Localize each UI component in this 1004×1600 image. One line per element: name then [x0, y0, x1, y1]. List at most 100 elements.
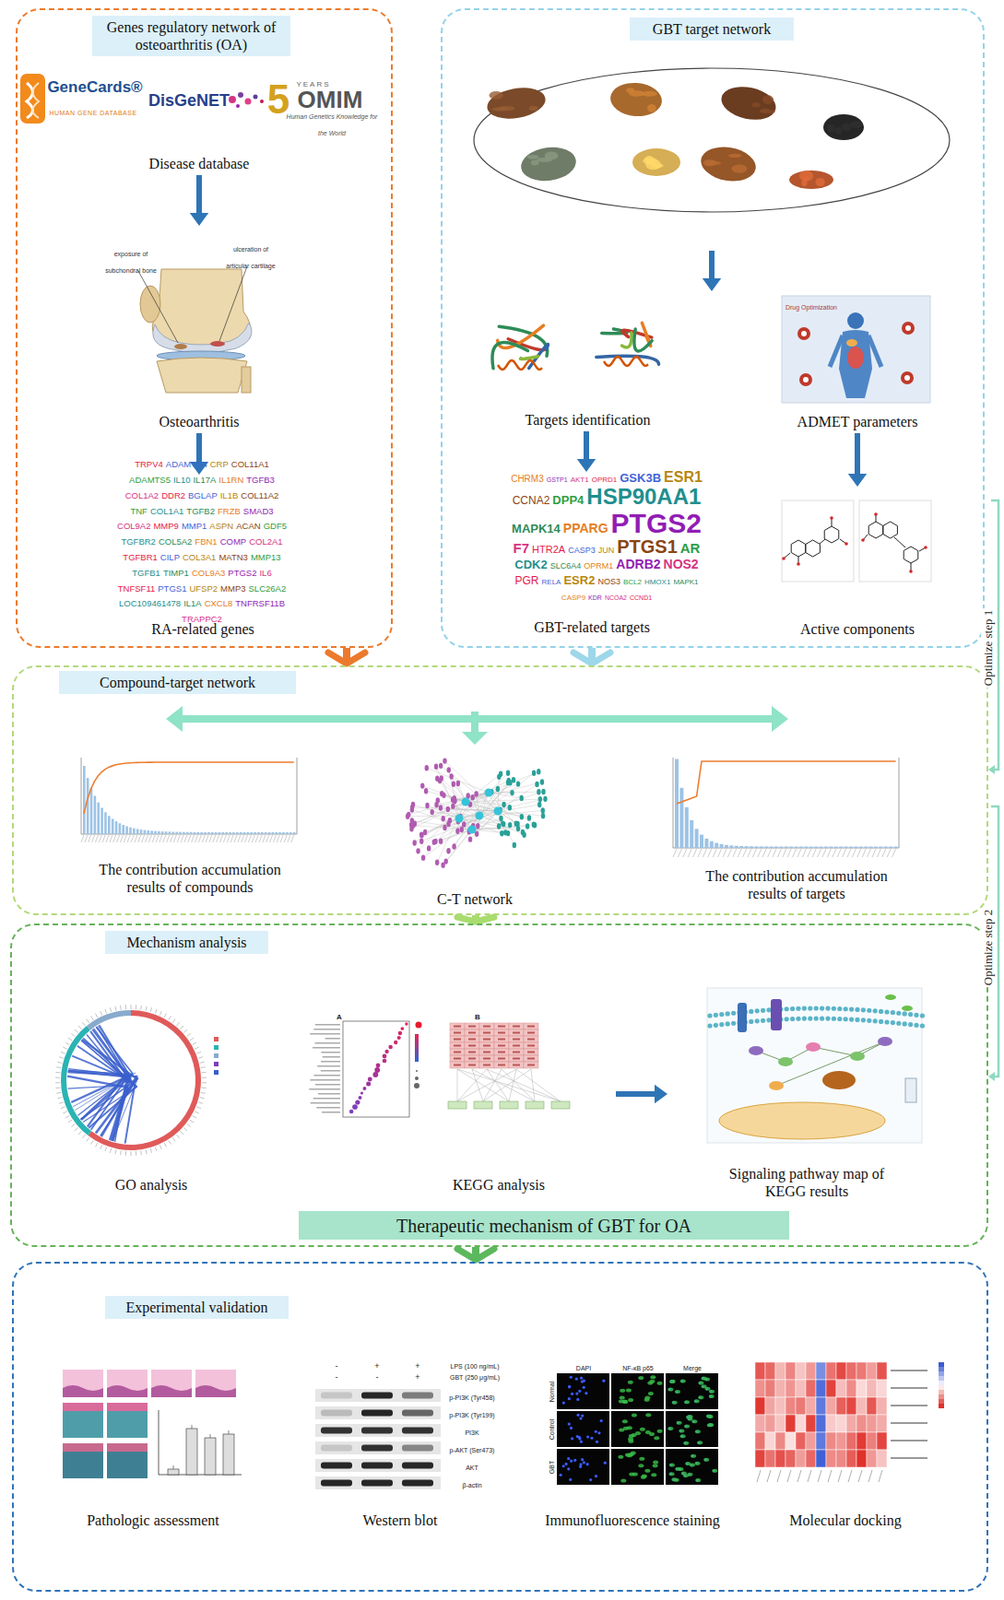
row-label-mark — [309, 1033, 341, 1036]
connector-arrow — [573, 648, 611, 664]
axis-tick — [237, 835, 241, 843]
network-hub — [484, 789, 494, 798]
chart-bar — [100, 808, 104, 835]
word-cloud: TRPV4ADAMTS4CRPCOL11A1ADAMTS5IL10IL17AIL… — [116, 477, 288, 604]
figure-caption: RA-related genes — [149, 620, 257, 638]
label-holder: RELA — [542, 572, 562, 589]
heatmap-cell — [856, 1380, 867, 1398]
chart-axes — [81, 757, 297, 835]
table-cell — [494, 1042, 509, 1050]
safranin-stain-top — [106, 1443, 148, 1453]
treatment-label: LPS (100 ng/mL) — [450, 1363, 500, 1371]
figure-caption: The contribution accumulation results of… — [77, 861, 303, 897]
network-node — [415, 848, 420, 854]
protein-signal — [639, 1428, 646, 1432]
protein-signal — [667, 1387, 674, 1392]
table-cell-mark — [497, 1039, 506, 1041]
safranin-stain-top — [62, 1443, 104, 1453]
label-holder: HSP90AA1 — [586, 484, 701, 508]
go-tick — [70, 1123, 75, 1127]
membrane-lipid — [707, 1023, 712, 1028]
chart-bar — [243, 832, 247, 835]
label-holder: HTR2A — [531, 541, 566, 557]
table-cell — [449, 1042, 465, 1050]
row-label-mark — [310, 1102, 341, 1105]
protein-signal — [628, 1473, 635, 1477]
chart-bar — [863, 847, 868, 850]
protein-ribbon — [621, 332, 632, 348]
row-label-mark — [315, 1024, 341, 1027]
connector-arrow — [189, 175, 209, 226]
go-tick — [65, 1116, 70, 1120]
go-tick — [194, 1047, 199, 1050]
axis-tick — [248, 835, 251, 843]
table-cell-mark — [512, 1032, 520, 1035]
gene-word: IL6 — [259, 567, 272, 579]
color-scale — [414, 1048, 419, 1053]
column-label-mark — [817, 1470, 822, 1483]
gene-word: ESR1 — [663, 469, 703, 485]
axis-tick — [109, 835, 113, 843]
nucleus-dot — [567, 1385, 571, 1389]
band-label: PI3K — [464, 1429, 479, 1437]
heatmap-cell — [815, 1415, 827, 1433]
network-node — [536, 768, 541, 775]
heatmap-cell — [876, 1397, 887, 1416]
go-tick — [150, 1148, 152, 1154]
membrane-lipid — [920, 1013, 925, 1018]
admet-marker — [900, 371, 914, 385]
protein-signal — [619, 1389, 626, 1394]
table-cell-mark — [512, 1051, 520, 1054]
network-node — [525, 823, 530, 829]
gene-word: IL10 — [173, 474, 191, 485]
label-holder: IL10 — [173, 471, 191, 487]
figure-panel: The contribution accumulation results of… — [660, 748, 934, 906]
heatmap-cell — [876, 1432, 887, 1451]
network-node — [412, 839, 416, 846]
link-line — [531, 1069, 535, 1102]
network-node — [536, 789, 541, 795]
axis-tick — [119, 835, 123, 843]
go-tick — [201, 1077, 207, 1079]
chart-bar — [779, 846, 783, 849]
bracket-line — [991, 500, 999, 770]
label-holder: LOC109461478 — [118, 594, 181, 611]
axis-tick — [847, 849, 851, 858]
pathway-box — [499, 1101, 519, 1110]
protein-ribbon — [497, 325, 544, 348]
gene-word: TNFRSF11B — [235, 598, 285, 609]
chart-bar — [704, 838, 709, 849]
heatmap-cell — [856, 1415, 867, 1433]
row-label-mark — [312, 1047, 341, 1050]
cumulative-line — [83, 762, 295, 815]
go-ray — [68, 1072, 137, 1077]
table-cell — [523, 1055, 539, 1063]
network-link — [446, 829, 473, 863]
chart-bar — [754, 846, 758, 849]
axis-tick — [255, 835, 259, 843]
nucleus-dot — [562, 1464, 566, 1468]
protein-signal — [640, 1476, 647, 1480]
go-tick — [201, 1072, 207, 1075]
annotation: exposure of subchondral bone — [105, 250, 157, 274]
membrane-lipid — [725, 1021, 731, 1027]
axis-tick — [892, 849, 897, 858]
legend-square — [213, 1062, 219, 1067]
network-node — [456, 780, 461, 787]
legend-square — [213, 1037, 219, 1042]
network-link — [412, 807, 498, 812]
axis-tick — [159, 835, 163, 843]
gene-word: IL1RN — [218, 474, 244, 485]
leader-line — [138, 271, 178, 343]
label-holder: PTGS1 — [616, 537, 678, 557]
figure-panel: The contribution accumulation results of… — [64, 748, 316, 899]
go-tick — [68, 1038, 72, 1041]
blot-band — [401, 1428, 434, 1435]
figure-panel: Immunofluorescence staining — [534, 1355, 731, 1533]
heatmap-cell — [765, 1380, 776, 1398]
figure-caption: Immunofluorescence staining — [543, 1511, 722, 1530]
he-stain-tissue — [195, 1385, 237, 1398]
chart-bar — [136, 828, 140, 835]
go-tick — [74, 1128, 79, 1132]
